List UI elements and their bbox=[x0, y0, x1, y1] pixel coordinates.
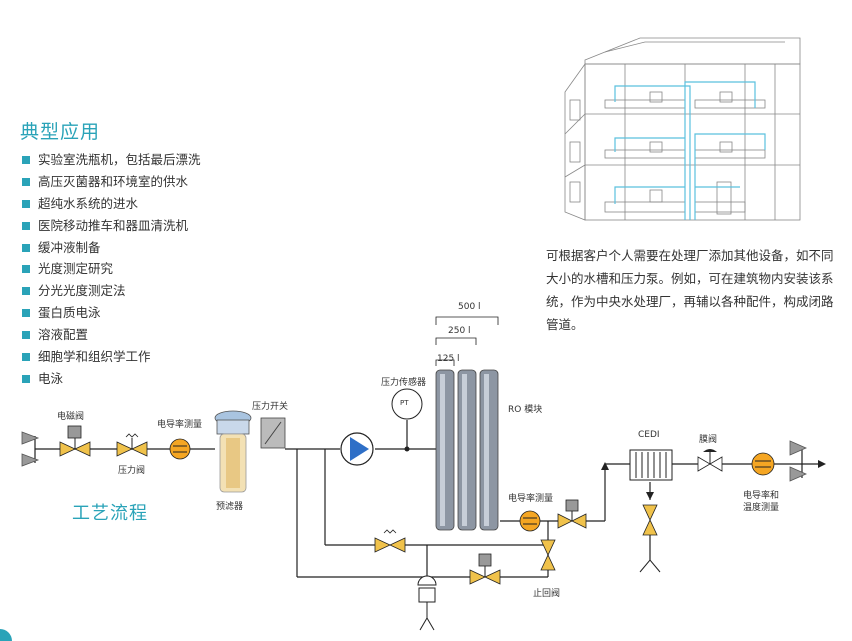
conductivity-temp-label: 电导率和 温度测量 bbox=[743, 491, 780, 513]
inlet-tap-icon bbox=[21, 431, 40, 467]
cedi-icon bbox=[629, 449, 673, 500]
pressure-switch-icon bbox=[260, 417, 286, 449]
application-text: 医院移动推车和器皿清洗机 bbox=[38, 217, 189, 233]
conductivity-label-2: 电导率测量 bbox=[508, 494, 554, 504]
application-text: 光度测定研究 bbox=[38, 261, 114, 277]
application-item: 光度测定研究 bbox=[22, 258, 201, 280]
description: 可根据客户个人需要在处理厂添加其他设备，如不同大小的水槽和压力泵。例如，可在建筑… bbox=[546, 248, 834, 332]
application-text: 细胞学和组织学工作 bbox=[38, 349, 151, 365]
process-title: 工艺流程 bbox=[72, 503, 148, 524]
section-title: 典型应用 bbox=[20, 121, 101, 143]
application-item: 医院移动推车和器皿清洗机 bbox=[22, 215, 201, 237]
application-text: 实验室洗瓶机，包括最后漂洗 bbox=[38, 152, 201, 167]
pressure-switch-label: 压力开关 bbox=[252, 402, 289, 412]
pressure-sensor-icon bbox=[391, 388, 423, 452]
bullet-icon bbox=[22, 177, 30, 186]
pressure-valve-icon bbox=[116, 433, 148, 457]
conductivity-meter-icon bbox=[169, 438, 191, 460]
bullet-icon bbox=[22, 155, 30, 164]
solenoid-valve-label: 电磁阀 bbox=[57, 412, 85, 422]
pressure-valve-icon bbox=[374, 529, 406, 553]
capacity-125-label: 125 l bbox=[437, 354, 460, 364]
outlet-tap-icon bbox=[789, 440, 807, 482]
application-list: 实验室洗瓶机，包括最后漂洗高压灭菌器和环境室的供水超纯水系统的进水医院移动推车和… bbox=[22, 149, 201, 390]
solenoid-valve-icon bbox=[469, 553, 501, 585]
conductivity-meter-icon bbox=[519, 510, 541, 532]
prefilter-label: 预滤器 bbox=[216, 502, 244, 512]
application-item: 超纯水系统的进水 bbox=[22, 193, 201, 215]
bullet-icon bbox=[22, 265, 30, 274]
pump-icon bbox=[340, 432, 374, 466]
solenoid-valve-icon bbox=[59, 425, 91, 457]
bullet-icon bbox=[22, 199, 30, 208]
bullet-icon bbox=[22, 243, 30, 252]
application-item: 缓冲液制备 bbox=[22, 237, 201, 259]
application-text: 溶液配置 bbox=[38, 327, 89, 343]
cedi-label: CEDI bbox=[638, 430, 660, 440]
application-text: 超纯水系统的进水 bbox=[38, 195, 139, 211]
bullet-icon bbox=[22, 221, 30, 230]
bullet-icon bbox=[22, 331, 30, 340]
capacity-500-label: 500 l bbox=[458, 302, 481, 312]
application-item: 溶液配置 bbox=[22, 324, 201, 346]
prefilter-icon bbox=[214, 410, 252, 493]
application-text: 分光光度测定法 bbox=[38, 283, 126, 299]
application-item: 细胞学和组织学工作 bbox=[22, 346, 201, 368]
capacity-brackets bbox=[435, 316, 499, 366]
application-text: 缓冲液制备 bbox=[38, 239, 101, 255]
solenoid-valve-icon bbox=[557, 499, 587, 529]
application-item: 高压灭菌器和环境室的供水 bbox=[22, 171, 201, 193]
check-valve-icon bbox=[540, 539, 556, 571]
application-text: 蛋白质电泳 bbox=[38, 305, 101, 321]
ro-module-label: RO 模块 bbox=[508, 405, 543, 415]
pt-label: PT bbox=[400, 399, 409, 407]
application-item: 实验室洗瓶机，包括最后漂洗 bbox=[22, 149, 201, 171]
application-text: 高压灭菌器和环境室的供水 bbox=[38, 173, 189, 189]
building-icon bbox=[564, 37, 801, 221]
bullet-icon bbox=[22, 374, 30, 383]
application-text: 电泳 bbox=[38, 370, 64, 386]
application-item: 蛋白质电泳 bbox=[22, 302, 201, 324]
application-item: 电泳 bbox=[22, 368, 201, 390]
pressure-sensor-label: 压力传感器 bbox=[381, 378, 427, 388]
solenoid-valve-icon bbox=[639, 504, 661, 573]
application-item: 分光光度测定法 bbox=[22, 280, 201, 302]
diaphragm-valve-icon bbox=[697, 449, 723, 472]
ro-module-icon bbox=[435, 369, 499, 531]
pressure-valve-label: 压力阀 bbox=[118, 466, 146, 476]
diaphragm-valve-label: 膜阀 bbox=[699, 435, 718, 445]
bullet-icon bbox=[22, 352, 30, 361]
bullet-icon bbox=[22, 309, 30, 318]
conductivity-label-1: 电导率测量 bbox=[157, 420, 203, 430]
capacity-250-label: 250 l bbox=[448, 326, 471, 336]
drain-icon bbox=[417, 575, 437, 631]
check-valve-label: 止回阀 bbox=[533, 589, 561, 599]
bullet-icon bbox=[22, 287, 30, 296]
conductivity-meter-icon bbox=[751, 452, 775, 476]
